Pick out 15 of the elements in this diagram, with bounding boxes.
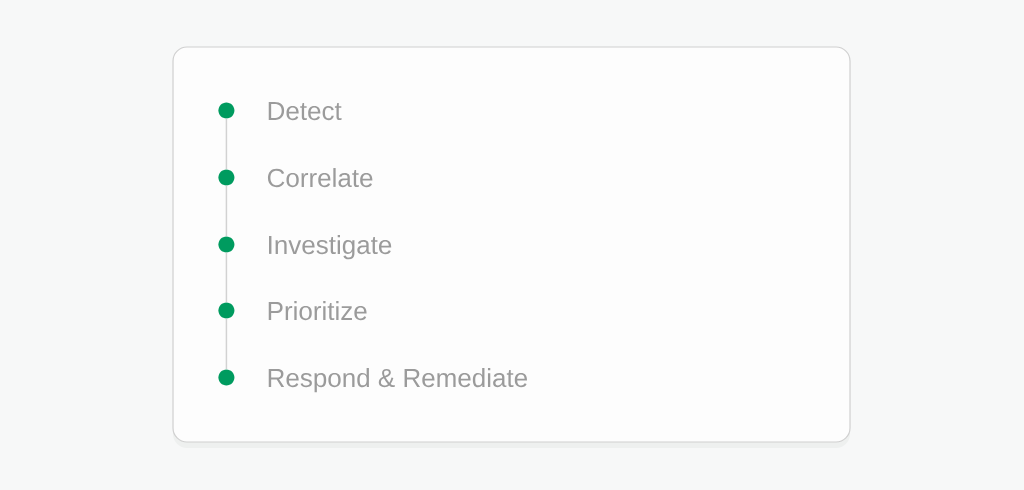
timeline-dot [218,236,235,253]
timeline-dot [218,302,235,319]
timeline-dot [218,102,235,119]
step-label: Prioritize [268,301,367,321]
timeline-dot [218,369,235,386]
timeline-dot [218,169,235,186]
step-label: Respond & Remediate [268,368,527,393]
step-label: Detect [268,102,342,121]
card [172,46,851,448]
connector-line [225,117,228,170]
connector-line [225,317,228,370]
connector-line [225,251,228,303]
step-label: Correlate [267,168,373,188]
connector-line [225,184,228,237]
step-label: Investigate [269,235,392,260]
